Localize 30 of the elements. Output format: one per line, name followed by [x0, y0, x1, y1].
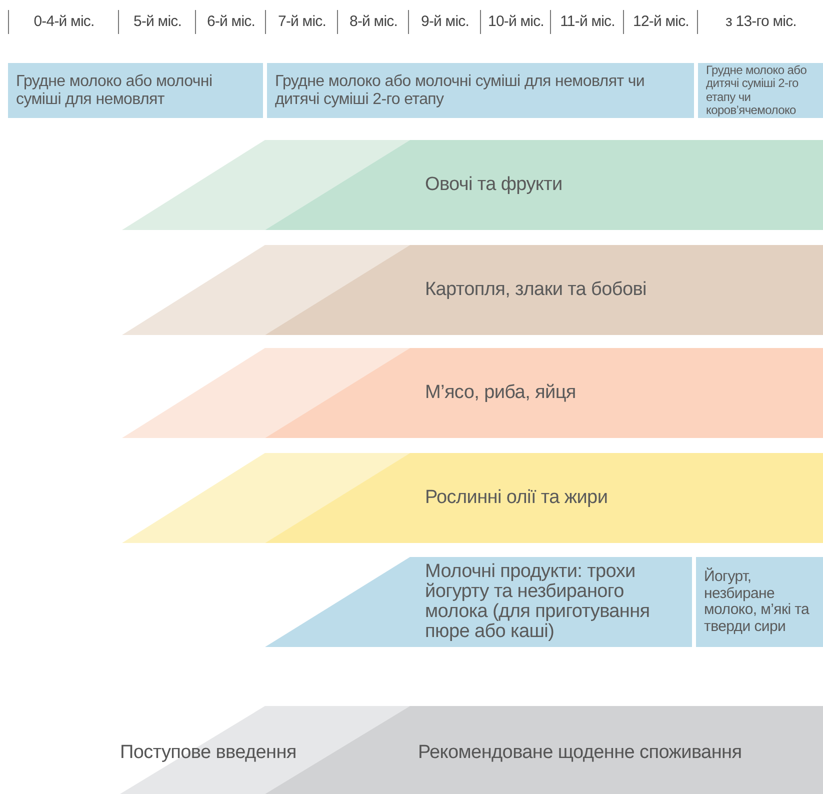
month-label: 7-й міс.: [277, 14, 327, 29]
legend-label: Поступове введення: [120, 743, 296, 762]
category-text: Грудне молоко або дитячі суміші 2-го етапу чи коров’ячемолоко: [706, 64, 808, 117]
food-band: [122, 245, 823, 335]
category-text: Йогурт, незбиране молоко, м’які та тверди сири: [704, 569, 810, 635]
food-band: [122, 140, 823, 230]
month-label: 8-й міс.: [348, 14, 398, 29]
food-band: [122, 453, 823, 543]
category-box: [267, 63, 694, 118]
category-text: Овочі та фрукти: [425, 175, 564, 195]
food-band: [122, 348, 823, 438]
category-text: Молочні продукти: трохи йогурту та незбираного молока (для приготування пюре або каші): [425, 562, 651, 642]
legend-label: Рекомендоване щоденне споживання: [418, 743, 742, 762]
category-text: Рослинні олії та жири: [425, 488, 609, 508]
category-box: [8, 63, 263, 118]
food-band: [265, 557, 692, 647]
month-label: 12-й міс.: [632, 14, 690, 29]
month-label: 9-й міс.: [420, 14, 470, 29]
month-label: 0-4-й міс.: [32, 14, 96, 29]
category-text: Картопля, злаки та бобові: [425, 280, 648, 300]
month-label: з 13-го міс.: [724, 14, 798, 29]
category-text: Грудне молоко або молочні суміші для немовлят чи дитячі суміші 2-го етапу: [275, 72, 646, 108]
category-text: Грудне молоко або молочні суміші для немовлят: [16, 72, 214, 108]
month-label: 6-й міс.: [206, 14, 256, 29]
month-label: 10-й міс.: [487, 14, 545, 29]
month-label: 11-й міс.: [559, 14, 616, 29]
category-box: [696, 557, 823, 647]
category-box: [698, 63, 823, 118]
month-label: 5-й міс.: [132, 14, 182, 29]
category-text: М’ясо, риба, яйця: [425, 383, 577, 403]
